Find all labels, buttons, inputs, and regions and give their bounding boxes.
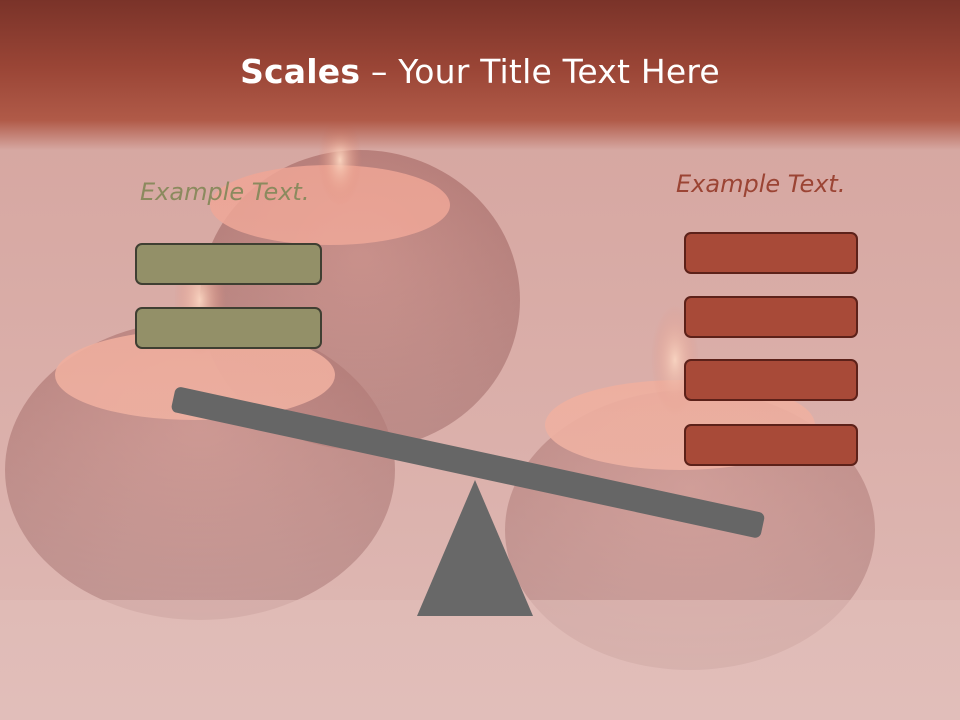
right-text-box-4[interactable] xyxy=(684,424,858,466)
title-bar xyxy=(0,0,960,150)
title-rest-text: – Your Title Text Here xyxy=(360,52,720,91)
left-text-box-1[interactable] xyxy=(135,243,322,285)
left-text-box-2[interactable] xyxy=(135,307,322,349)
right-text-box-3[interactable] xyxy=(684,359,858,401)
right-text-box-1[interactable] xyxy=(684,232,858,274)
slide-title: Scales – Your Title Text Here xyxy=(0,52,960,91)
title-bold-text: Scales xyxy=(240,52,361,91)
scale-fulcrum-triangle[interactable] xyxy=(417,480,533,616)
left-example-text: Example Text. xyxy=(140,178,310,206)
right-example-text: Example Text. xyxy=(676,170,846,198)
right-text-box-2[interactable] xyxy=(684,296,858,338)
